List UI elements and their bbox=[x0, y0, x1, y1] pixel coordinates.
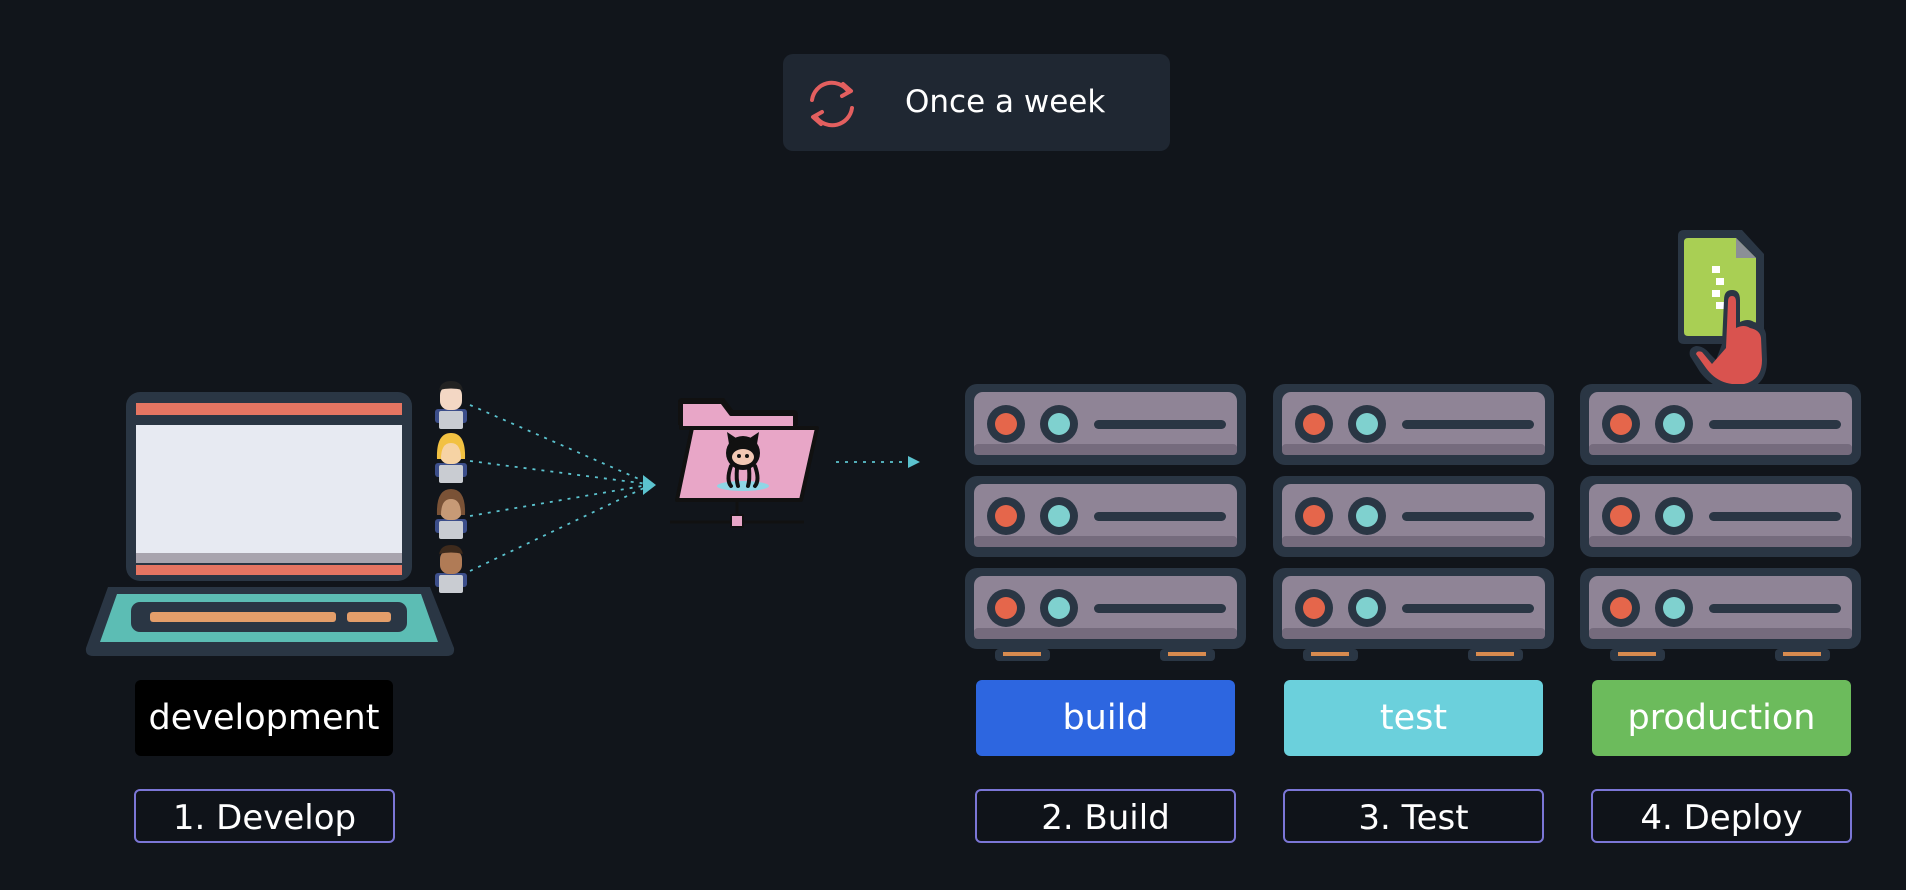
environment-test: test bbox=[1284, 680, 1543, 756]
frequency-banner: Once a week bbox=[783, 54, 1170, 151]
developer-3-icon bbox=[435, 489, 467, 539]
developer-4-icon bbox=[435, 545, 467, 593]
environment-build: build bbox=[976, 680, 1235, 756]
commit-arrowhead bbox=[643, 475, 656, 495]
commit-lines bbox=[469, 404, 649, 572]
production-server-icon bbox=[1580, 384, 1861, 661]
test-server-icon bbox=[1273, 384, 1554, 661]
step-develop: 1. Develop bbox=[134, 789, 395, 843]
build-server-icon bbox=[965, 384, 1246, 661]
step-build: 2. Build bbox=[975, 789, 1236, 843]
github-folder-icon bbox=[670, 398, 819, 528]
step-test: 3. Test bbox=[1283, 789, 1544, 843]
developer-1-icon bbox=[435, 381, 467, 429]
pointing-hand-icon bbox=[1689, 290, 1767, 390]
deploy-arrowhead bbox=[908, 456, 920, 468]
environment-production: production bbox=[1592, 680, 1851, 756]
frequency-label: Once a week bbox=[905, 84, 1106, 120]
step-deploy: 4. Deploy bbox=[1591, 789, 1852, 843]
cycle-icon bbox=[810, 80, 854, 128]
developer-2-icon bbox=[435, 433, 467, 483]
environment-development: development bbox=[135, 680, 393, 756]
laptop-icon bbox=[85, 392, 455, 656]
